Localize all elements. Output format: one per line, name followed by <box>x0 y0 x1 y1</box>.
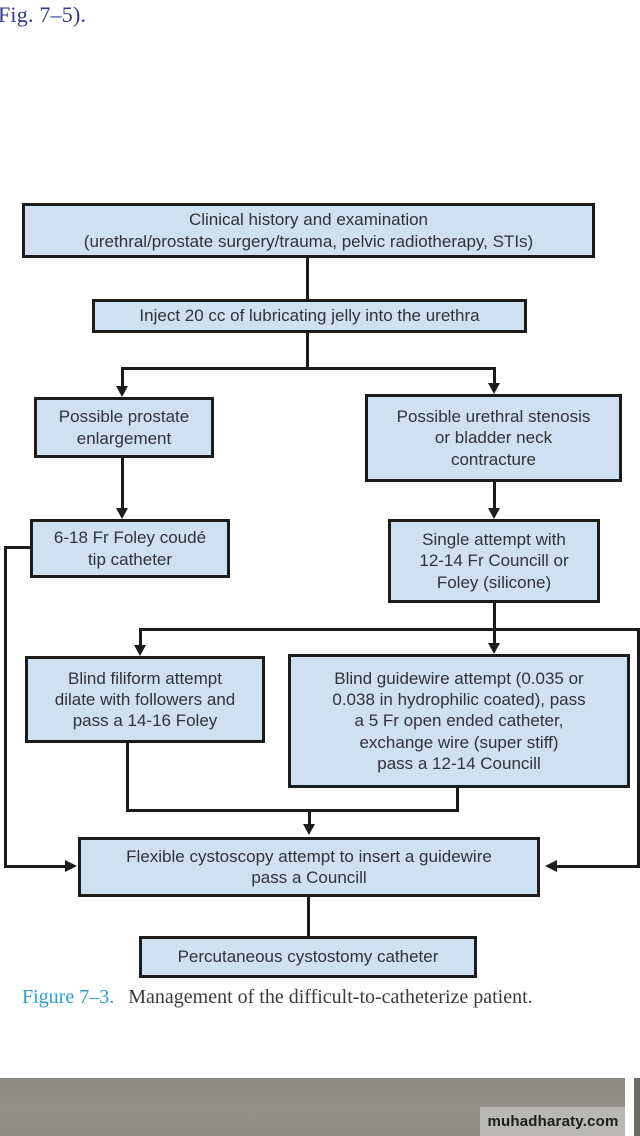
watermark-badge: muhadharaty.com <box>480 1107 626 1136</box>
connector-to-foley <box>121 458 124 509</box>
connector-clinical-to-inject <box>306 258 309 300</box>
arrowhead-stenosis <box>488 383 500 394</box>
node-prostate-enlargement: Possible prostate enlargement <box>34 397 214 458</box>
figure-caption-text: Management of the difficult-to-catheteri… <box>128 986 533 1008</box>
connector-single-down <box>493 603 496 630</box>
photo-white-stripe <box>625 1078 634 1136</box>
arrowhead-flexible-left <box>65 860 77 872</box>
node-urethral-stenosis: Possible urethral stenosis or bladder ne… <box>365 394 622 482</box>
connector-to-guidewire <box>493 628 496 643</box>
arrowhead-guidewire <box>488 643 500 654</box>
figure-caption: Figure 7–3. Management of the difficult-t… <box>22 986 628 1009</box>
node-percutaneous: Percutaneous cystostomy catheter <box>139 936 477 978</box>
arrowhead-flexible-right <box>545 860 557 872</box>
connector-inject-down <box>306 333 309 369</box>
connector-foley-left <box>4 546 32 549</box>
arrowhead-filiform <box>134 645 146 656</box>
connector-merge <box>126 809 459 812</box>
arrowhead-single-attempt <box>488 508 500 519</box>
connector-right-return <box>557 865 640 868</box>
connector-to-percutaneous <box>307 897 310 936</box>
node-inject-jelly: Inject 20 cc of lubricating jelly into t… <box>92 299 527 333</box>
node-clinical-history: Clinical history and examination (urethr… <box>22 203 595 258</box>
connector-to-single-attempt <box>493 482 496 509</box>
connector-left-return <box>4 865 66 868</box>
node-foley-coude: 6-18 Fr Foley coudé tip catheter <box>30 519 230 578</box>
photo-dark-edge <box>634 1078 640 1136</box>
node-flexible-cystoscopy: Flexible cystoscopy attempt to insert a … <box>78 837 540 897</box>
connector-to-filiform <box>139 628 142 645</box>
node-blind-guidewire: Blind guidewire attempt (0.035 or 0.038 … <box>288 654 630 788</box>
connector-guidewire-down <box>456 788 459 812</box>
node-blind-filiform: Blind filiform attempt dilate with follo… <box>25 656 265 743</box>
arrowhead-prostate <box>116 386 128 397</box>
connector-right-edge <box>637 628 640 868</box>
connector-branch-mid <box>139 628 640 631</box>
connector-branch-top <box>121 367 496 370</box>
connector-filiform-down <box>126 743 129 812</box>
connector-left-edge <box>4 546 7 868</box>
watermark-text: muhadharaty.com <box>487 1113 619 1130</box>
arrowhead-foley <box>116 508 128 519</box>
node-single-attempt: Single attempt with 12-14 Fr Councill or… <box>388 519 600 603</box>
connector-to-stenosis <box>493 367 496 385</box>
connector-to-flexible <box>308 809 311 825</box>
figure-caption-label: Figure 7–3. <box>22 986 115 1008</box>
connector-to-prostate <box>121 367 124 388</box>
arrowhead-flexible-top <box>303 824 315 835</box>
page-top-text-fragment: Fig. 7–5). <box>0 2 87 27</box>
